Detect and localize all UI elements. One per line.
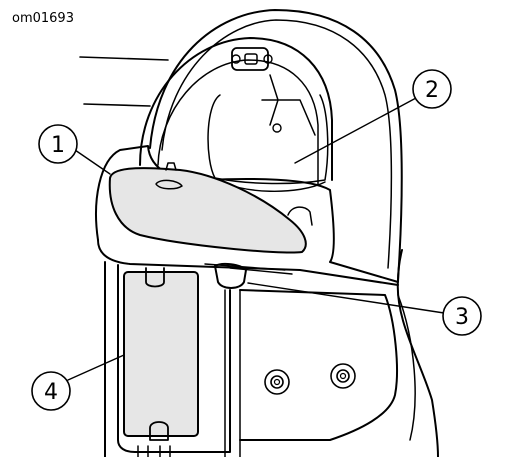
reference-line-lower (83, 103, 151, 107)
seat-base-lower (97, 239, 399, 286)
seat-latch-tab (214, 262, 247, 289)
panel-top-tab (145, 267, 165, 288)
fastener-right-outer (330, 363, 356, 389)
hinge-bracket (287, 206, 313, 226)
reference-line-upper (79, 56, 169, 61)
fastener-left-core (273, 378, 281, 386)
rear-fairing (239, 289, 398, 441)
latch-housing (231, 47, 269, 71)
callout-2: 2 (412, 69, 452, 109)
interior-bracket (261, 74, 316, 136)
callout-1: 1 (38, 124, 78, 164)
seat-base (95, 145, 403, 283)
rear-fairing-inner (397, 294, 416, 441)
callout-4-label: 4 (44, 380, 58, 405)
side-frame (104, 261, 231, 458)
side-storage-panel (123, 271, 199, 437)
callout-3-label: 3 (455, 305, 469, 330)
interior-bolt (272, 123, 282, 133)
bottom-mount (137, 445, 171, 458)
body-inner-outline (161, 19, 393, 269)
latch-slot (204, 263, 293, 275)
latch-key (244, 53, 258, 65)
body-outer-outline (149, 9, 439, 458)
fastener-right-inner (336, 369, 350, 383)
leader-line-1 (74, 149, 111, 175)
grab-handle (139, 37, 333, 181)
leader-line-2 (294, 97, 417, 164)
storage-cavity (207, 94, 329, 185)
fastener-left-outer (264, 369, 290, 395)
figure-id-label: om01693 (12, 11, 74, 26)
callout-3: 3 (442, 296, 482, 336)
grab-handle-inner (157, 59, 319, 186)
latch-screw-right (263, 54, 273, 64)
leader-line-3 (247, 282, 445, 314)
callout-4: 4 (31, 371, 71, 411)
lid-hinge-tab (165, 162, 177, 171)
storage-lid (108, 167, 307, 254)
panel-bottom-tab (149, 421, 169, 441)
callout-2-label: 2 (425, 78, 439, 103)
side-frame-inner (224, 289, 241, 458)
leader-line-4 (67, 354, 125, 381)
lid-finger-pull (155, 179, 183, 190)
latch-screw-left (231, 54, 241, 64)
fastener-left-inner (270, 375, 284, 389)
callout-1-label: 1 (51, 133, 65, 158)
fastener-right-core (339, 372, 347, 380)
